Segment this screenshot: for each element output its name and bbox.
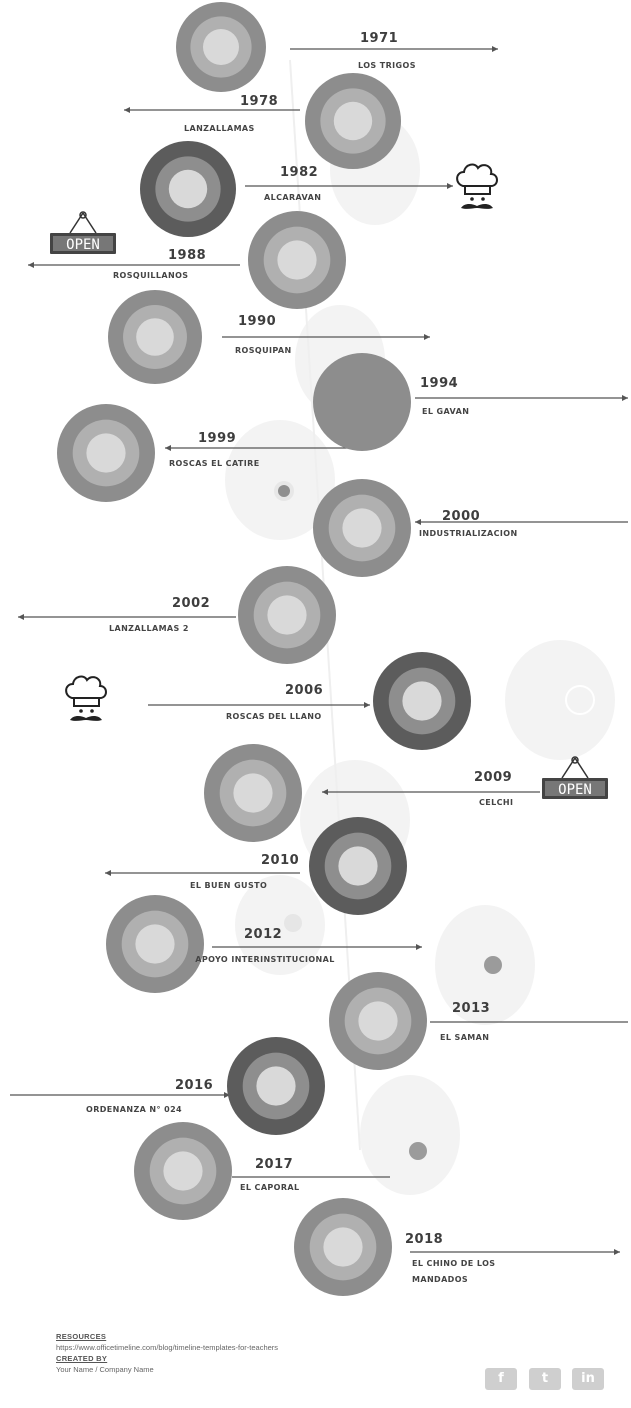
linkedin-button[interactable]: in [572, 1368, 604, 1390]
event-year: 2010 [261, 853, 300, 868]
event-name: ALCARAVAN [264, 193, 322, 202]
open-sign-text: OPEN [558, 782, 592, 798]
event-name: ROSQUILLANOS [113, 271, 189, 280]
milestone-circle [204, 744, 302, 842]
milestone-circle [305, 73, 401, 169]
event-name: ORDENANZA N° 024 [86, 1105, 183, 1114]
milestone-circle [313, 353, 411, 451]
chef-icon [65, 675, 107, 721]
event-name: EL SAMAN [440, 1033, 490, 1042]
event-year: 2000 [442, 509, 481, 524]
arrowhead [447, 183, 453, 189]
arrowhead [124, 107, 130, 113]
milestone-circle [176, 2, 266, 92]
created-by-value: Your Name / Company Name [56, 1365, 154, 1374]
connector-lines [10, 46, 628, 1255]
arrowhead [322, 789, 328, 795]
event-name: LANZALLAMAS [184, 124, 255, 133]
event-year: 1999 [198, 431, 237, 446]
arrowhead [18, 614, 24, 620]
event-year: 2013 [452, 1001, 491, 1016]
event-year: 1982 [280, 165, 319, 180]
arrowhead [416, 944, 422, 950]
resources-link[interactable]: https://www.officetimeline.com/blog/time… [56, 1343, 279, 1352]
milestone-circle [108, 290, 202, 384]
milestone-circle [329, 972, 427, 1070]
created-by-label: CREATED BY [56, 1354, 108, 1363]
event-year: 2002 [172, 596, 211, 611]
milestone-circle [134, 1122, 232, 1220]
event-name: LOS TRIGOS [358, 61, 416, 70]
event-name: EL GAVAN [422, 407, 470, 416]
arrowhead [224, 1092, 230, 1098]
event-year: 2006 [285, 683, 324, 698]
milestone-circle [294, 1198, 392, 1296]
open-sign-icon: OPEN [542, 756, 608, 799]
event-year: 1978 [240, 94, 279, 109]
open-sign-text: OPEN [66, 237, 100, 253]
event-name: INDUSTRIALIZACION [419, 529, 518, 538]
milestone-circle [309, 817, 407, 915]
event-year: 1990 [238, 314, 277, 329]
milestone-circle [57, 404, 155, 502]
event-name: ROSCAS DEL LLANO [226, 712, 322, 721]
event-name: APOYO INTERINSTITUCIONAL [195, 955, 335, 964]
arrowhead [424, 334, 430, 340]
event-year: 2009 [474, 770, 513, 785]
background-decoration [225, 59, 615, 1195]
arrowhead [614, 1249, 620, 1255]
twitter-button[interactable]: t [529, 1368, 561, 1390]
event-year: 1994 [420, 376, 459, 391]
milestone-markers [57, 2, 471, 1296]
milestone-circle [313, 479, 411, 577]
resources-label: RESOURCES [56, 1332, 107, 1341]
arrowhead [492, 46, 498, 52]
arrowhead [364, 702, 370, 708]
milestone-circle [227, 1037, 325, 1135]
chef-icon [456, 163, 498, 209]
event-year: 2018 [405, 1232, 444, 1247]
arrowhead [28, 262, 34, 268]
milestone-circle [238, 566, 336, 664]
facebook-button[interactable]: f [485, 1368, 517, 1390]
arrowhead [105, 870, 111, 876]
event-name: EL CHINO DE LOS MANDADOS [412, 1259, 496, 1284]
milestone-circle [140, 141, 236, 237]
event-year: 1971 [360, 31, 399, 46]
milestone-circle [106, 895, 204, 993]
event-name: ROSQUIPAN [235, 346, 292, 355]
milestone-circle [248, 211, 346, 309]
event-year: 2017 [255, 1157, 294, 1172]
event-year: 2016 [175, 1078, 214, 1093]
event-name: ROSCAS EL CATIRE [169, 459, 260, 468]
event-name: EL CAPORAL [240, 1183, 300, 1192]
arrowhead [165, 445, 171, 451]
event-name: CELCHI [479, 798, 514, 807]
open-sign-icon: OPEN [50, 211, 116, 254]
arrowhead [622, 395, 628, 401]
milestone-circle [373, 652, 471, 750]
event-year: 2012 [244, 927, 283, 942]
event-year: 1988 [168, 248, 207, 263]
event-name: LANZALLAMAS 2 [109, 624, 189, 633]
event-name: EL BUEN GUSTO [190, 881, 268, 890]
arrowhead [415, 519, 421, 525]
footer: RESOURCES https://www.officetimeline.com… [56, 1331, 278, 1375]
